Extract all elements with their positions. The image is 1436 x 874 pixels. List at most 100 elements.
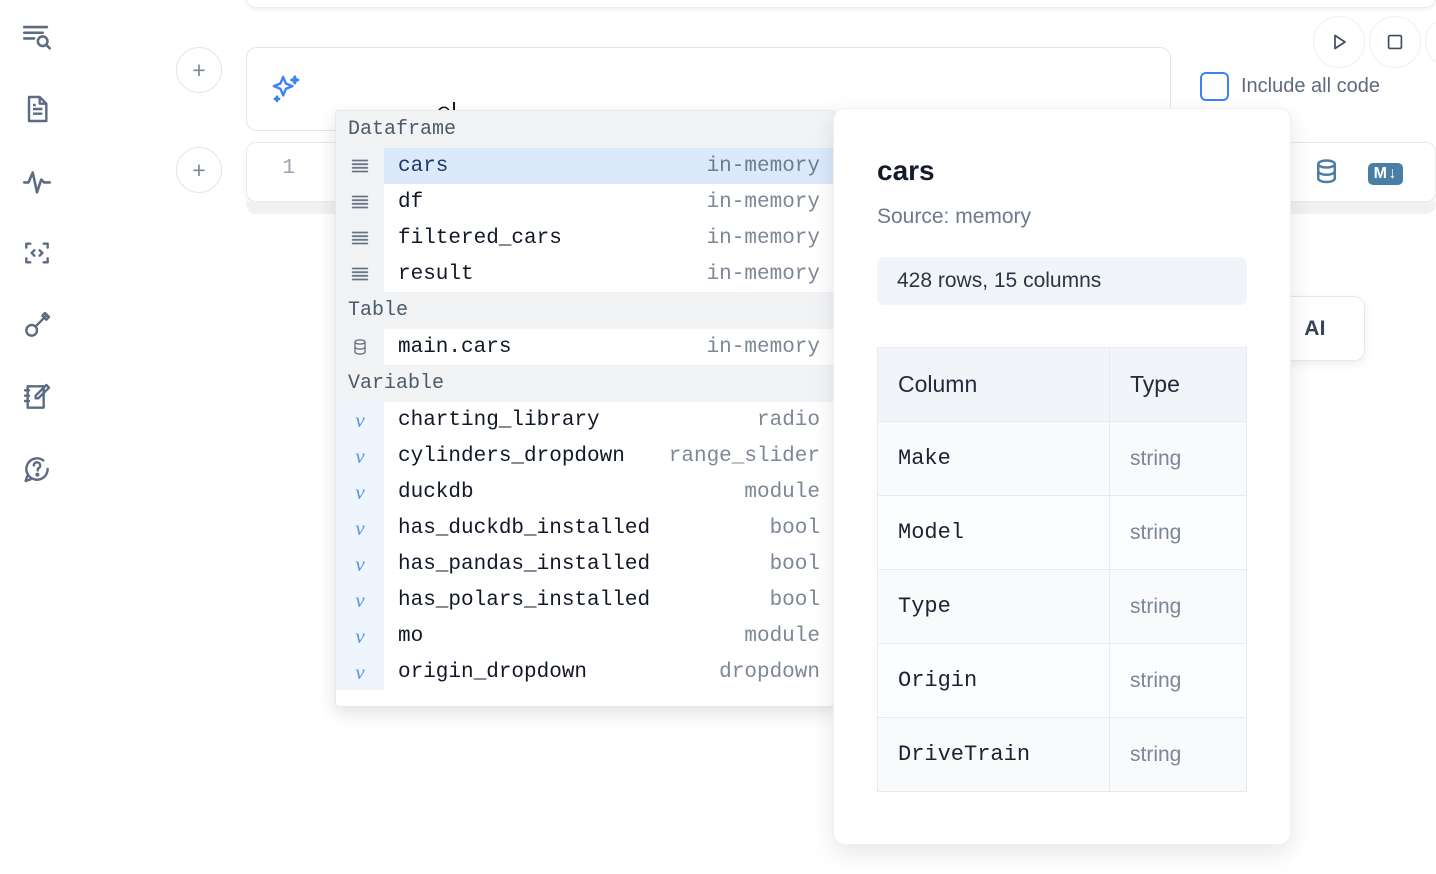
database-icon[interactable] (1311, 156, 1342, 192)
left-icon-rail (0, 0, 74, 874)
preview-source: Source: memory (877, 205, 1032, 228)
outline-search-icon[interactable] (14, 14, 60, 60)
autocomplete-item[interactable]: v has_duckdb_installed bool (336, 510, 834, 546)
autocomplete-item[interactable]: cars in-memory (336, 148, 834, 184)
autocomplete-item-name: has_polars_installed (398, 588, 651, 612)
code-snippet-icon[interactable] (14, 230, 60, 276)
autocomplete-item-type: module (744, 480, 820, 504)
cell-output-icons: M↓ (1311, 156, 1403, 192)
dataframe-icon (336, 256, 384, 292)
autocomplete-item-name: origin_dropdown (398, 660, 588, 684)
add-cell-button-top[interactable]: + (176, 47, 222, 93)
autocomplete-item-name: main.cars (398, 335, 512, 359)
autocomplete-item-name: mo (398, 624, 424, 648)
autocomplete-item[interactable]: v has_pandas_installed bool (336, 546, 834, 582)
autocomplete-item-type: in-memory (706, 154, 820, 178)
run-button[interactable] (1313, 16, 1365, 68)
column-type-cell: string (1109, 569, 1247, 644)
autocomplete-item[interactable]: v origin_dropdown dropdown (336, 654, 834, 690)
autocomplete-item-type: bool (769, 516, 820, 540)
preview-shape: 428 rows, 15 columns (877, 257, 1247, 305)
autocomplete-item-type: in-memory (706, 226, 820, 250)
activity-icon[interactable] (14, 158, 60, 204)
column-type-cell: string (1109, 495, 1247, 570)
dataframe-icon (336, 184, 384, 220)
dataframe-icon (336, 148, 384, 184)
variable-icon: v (336, 402, 384, 438)
dataframe-preview-panel: cars Source: memory 428 rows, 15 columns… (833, 108, 1291, 845)
column-type-cell: string (1109, 643, 1247, 718)
column-name-cell: DriveTrain (877, 717, 1110, 792)
column-name-cell: Type (877, 569, 1110, 644)
autocomplete-item-type: bool (769, 552, 820, 576)
autocomplete-item-name: has_duckdb_installed (398, 516, 651, 540)
variable-icon: v (336, 582, 384, 618)
variable-icon: v (336, 474, 384, 510)
variable-icon: v (336, 510, 384, 546)
autocomplete-item-name: df (398, 190, 424, 214)
autocomplete-item[interactable]: v has_polars_installed bool (336, 582, 834, 618)
variable-icon: v (336, 546, 384, 582)
autocomplete-item-type: dropdown (719, 660, 820, 684)
autocomplete-item-name: cars (398, 154, 449, 178)
autocomplete-item-name: duckdb (398, 480, 474, 504)
autocomplete-item-name: result (398, 262, 474, 286)
scratchpad-icon[interactable] (14, 374, 60, 420)
column-type-cell: string (1109, 421, 1247, 496)
add-cell-button-bottom[interactable]: + (176, 147, 222, 193)
autocomplete-item-type: in-memory (706, 335, 820, 359)
markdown-badge[interactable]: M↓ (1367, 163, 1403, 185)
include-all-code-checkbox[interactable] (1200, 72, 1229, 101)
include-all-code-row[interactable]: Include all code (1200, 72, 1380, 101)
column-header: Column (877, 347, 1110, 422)
autocomplete-item-type: bool (769, 588, 820, 612)
table-header-row: Column Type (877, 347, 1247, 422)
document-icon[interactable] (14, 86, 60, 132)
type-header: Type (1109, 347, 1247, 422)
column-name-cell: Model (877, 495, 1110, 570)
database-icon (336, 329, 384, 365)
autocomplete-group-header: Table (336, 292, 834, 329)
markdown-badge-letter: M (1373, 165, 1388, 182)
column-name-cell: Make (877, 421, 1110, 496)
generate-with-ai-label: AI (1304, 316, 1326, 340)
key-icon[interactable] (14, 302, 60, 348)
variable-icon: v (336, 654, 384, 690)
help-chat-icon[interactable] (14, 446, 60, 492)
autocomplete-item[interactable]: main.cars in-memory (336, 329, 834, 365)
dataframe-icon (336, 220, 384, 256)
cell-above-remnant (246, 0, 1436, 8)
autocomplete-item-name: has_pandas_installed (398, 552, 651, 576)
autocomplete-item-type: range_slider (668, 444, 820, 468)
autocomplete-item-type: in-memory (706, 190, 820, 214)
autocomplete-item-name: charting_library (398, 408, 600, 432)
autocomplete-item-type: module (744, 624, 820, 648)
column-type-cell: string (1109, 717, 1247, 792)
column-name-cell: Origin (877, 643, 1110, 718)
autocomplete-item-name: filtered_cars (398, 226, 562, 250)
autocomplete-item-name: cylinders_dropdown (398, 444, 625, 468)
sparkle-icon (269, 72, 303, 106)
preview-title: cars (877, 155, 935, 186)
autocomplete-item[interactable]: df in-memory (336, 184, 834, 220)
markdown-badge-arrow: ↓ (1388, 165, 1397, 182)
autocomplete-group-header: Dataframe (336, 111, 834, 148)
more-actions-button[interactable] (1425, 16, 1436, 68)
autocomplete-item[interactable]: filtered_cars in-memory (336, 220, 834, 256)
stop-button[interactable] (1369, 16, 1421, 68)
line-number: 1 (282, 157, 295, 180)
autocomplete-group-header: Variable (336, 365, 834, 402)
